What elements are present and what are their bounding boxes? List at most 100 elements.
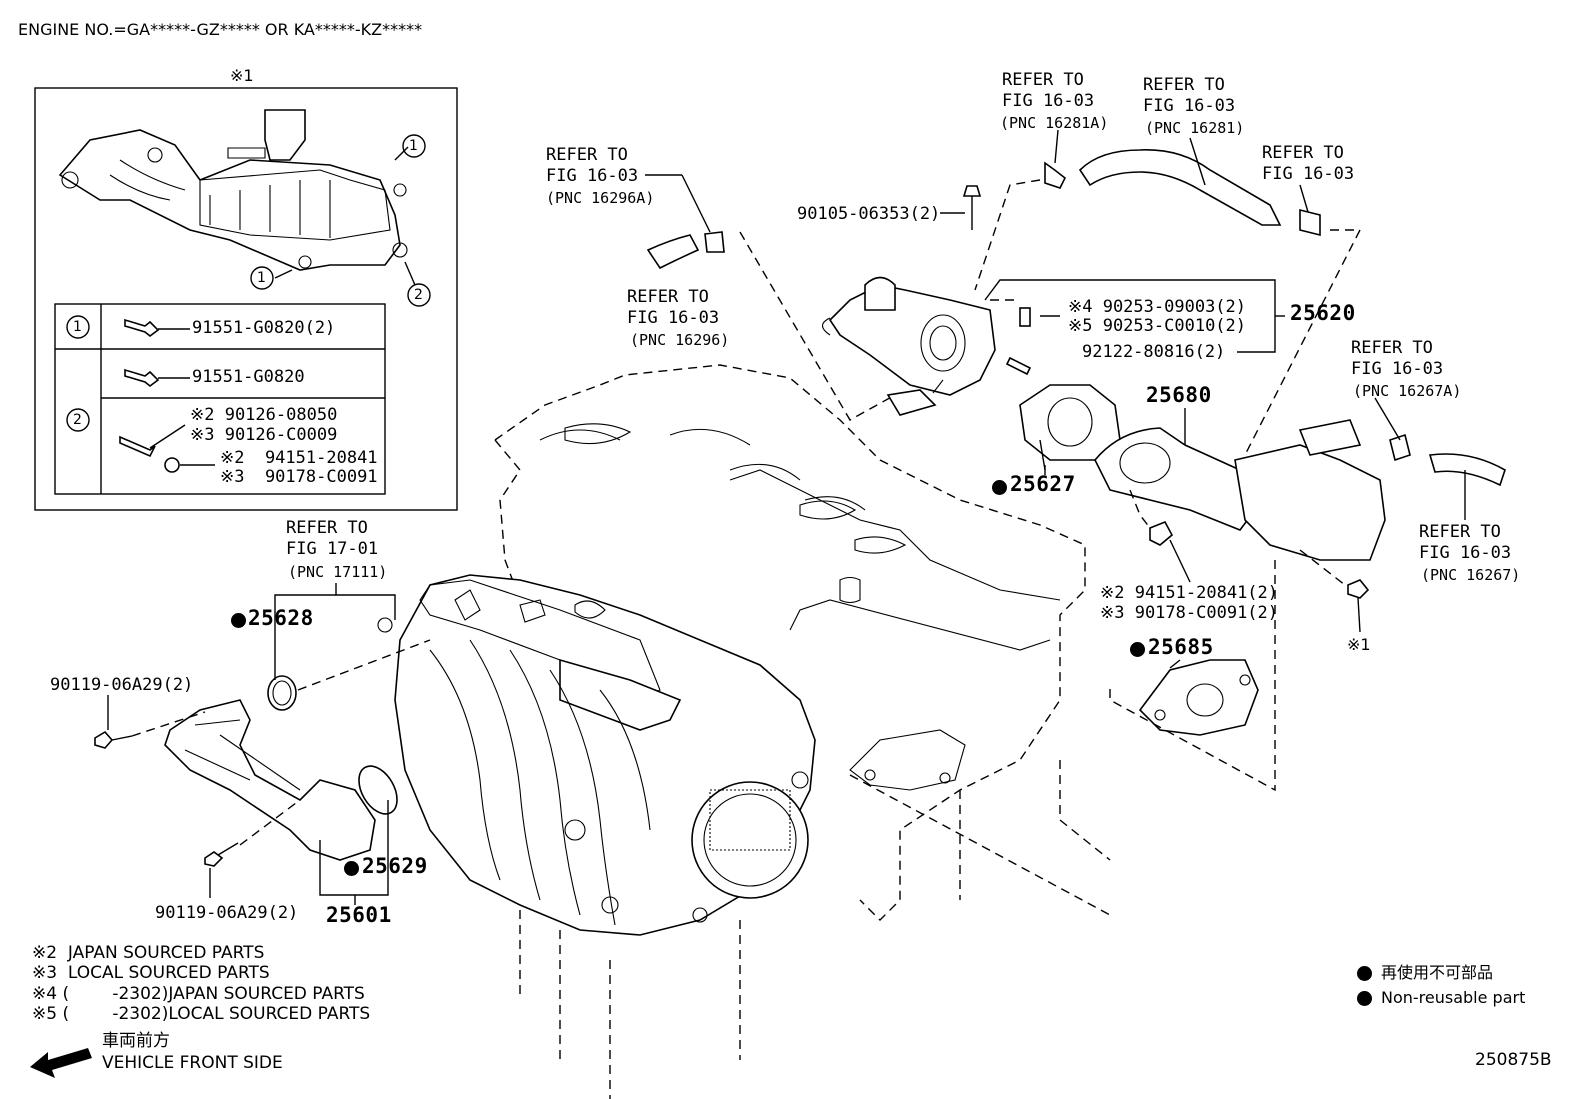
egr-cooler xyxy=(1234,444,1386,561)
engine-head-outline xyxy=(494,364,1111,1099)
hose-16296 xyxy=(646,234,700,270)
ref-1603-line1: REFER TO xyxy=(1262,143,1344,163)
ref-16281a-line1: REFER TO xyxy=(1002,70,1084,90)
inset-title: ※1 xyxy=(230,66,254,85)
legend-en: Non-reusable part xyxy=(1381,988,1526,1007)
inset-callout-circle-1b xyxy=(250,266,274,290)
part-25627: 25627 xyxy=(1010,472,1076,496)
ref-16267a-line1: REFER TO xyxy=(1351,338,1433,358)
clamp-upper-right xyxy=(1299,208,1321,237)
part-90105: 90105-06353(2) xyxy=(797,204,941,224)
ref-16281-line2: FIG 16-03 xyxy=(1143,96,1236,116)
part-25685: 25685 xyxy=(1148,635,1214,659)
note-local-sourced: ※3 LOCAL SOURCED PARTS xyxy=(32,963,270,983)
diagram-id: 250875B xyxy=(1475,1050,1552,1070)
table-row1-part: 91551-G0820(2) xyxy=(192,318,336,338)
ref-16296-line3: (PNC 16296) xyxy=(630,331,730,349)
ref-1603-line2: FIG 16-03 xyxy=(1262,164,1355,184)
inset-table-circle-2 xyxy=(66,408,90,432)
clamp-16267a xyxy=(1389,433,1411,462)
part-25628: 25628 xyxy=(248,606,314,630)
inset-circle-label-1b: 1 xyxy=(257,270,266,286)
bolt-star1 xyxy=(1347,579,1370,599)
inset-callout-circle-2 xyxy=(407,283,431,307)
bolt-90119-b xyxy=(204,842,239,867)
pin-90253 xyxy=(1019,307,1031,327)
ref-16267-line1: REFER TO xyxy=(1419,522,1501,542)
hose-16267 xyxy=(1428,453,1506,487)
part-star1-callout: ※1 xyxy=(1347,635,1371,654)
vehicle-front-label-jp: 車両前方 xyxy=(102,1031,170,1051)
non-reusable-dot-25627 xyxy=(992,480,1007,495)
ref-16281-line1: REFER TO xyxy=(1143,75,1225,95)
non-reusable-dot-25628 xyxy=(231,613,246,628)
inset-table-circle-1 xyxy=(66,315,90,339)
part-90253-jp: ※4 90253-09003(2) xyxy=(1068,297,1247,317)
inset-circle-label-2: 2 xyxy=(414,287,423,303)
nut-94151 xyxy=(1149,520,1174,546)
stud-92122 xyxy=(1005,356,1032,376)
note-local-sourced-2302: ※5 ( -2302)LOCAL SOURCED PARTS xyxy=(32,1004,371,1024)
part-25601: 25601 xyxy=(326,903,392,927)
ref-16281a-line2: FIG 16-03 xyxy=(1002,91,1095,111)
part-25629: 25629 xyxy=(362,854,428,878)
table-row2-number: 2 xyxy=(73,412,82,428)
non-reusable-dot-25685 xyxy=(1130,642,1145,657)
legend-jp: 再使用不可部品 xyxy=(1381,963,1494,982)
part-94151: ※2 94151-20841(2) xyxy=(1100,583,1279,603)
egr-pipe-25680 xyxy=(1094,427,1256,531)
ref-16267a-line2: FIG 16-03 xyxy=(1351,359,1444,379)
ref-17111-line2: FIG 17-01 xyxy=(286,539,379,559)
ref-17111-line1: REFER TO xyxy=(286,518,368,538)
hose-16281 xyxy=(1078,149,1282,226)
part-25620: 25620 xyxy=(1290,301,1356,325)
gasket-25685 xyxy=(1138,659,1259,736)
table-row1-number: 1 xyxy=(73,319,82,335)
inset-table-frame xyxy=(54,303,386,495)
inset-frame xyxy=(34,87,458,511)
dashed-connectors xyxy=(131,179,1362,916)
inset-egr-cooler-sketch xyxy=(58,109,416,286)
front-arrow-icon xyxy=(30,1048,92,1078)
ref-16296a-line3: (PNC 16296A) xyxy=(546,189,655,207)
engine-number-header: ENGINE NO.=GA*****-GZ***** OR KA*****-KZ… xyxy=(18,20,423,39)
clamp-16296a xyxy=(704,231,725,253)
legend-dot-icon xyxy=(1357,966,1372,981)
part-92122: 92122-80816(2) xyxy=(1082,342,1226,362)
ref-17111-line3: (PNC 17111) xyxy=(288,563,388,581)
ref-16296a-line1: REFER TO xyxy=(546,145,628,165)
ref-16296-line1: REFER TO xyxy=(627,287,709,307)
legend-dot-icon-2 xyxy=(1357,991,1372,1006)
bolt-90119-a xyxy=(94,730,133,749)
table-row2c-part-jp: ※2 94151-20841 xyxy=(220,448,378,468)
inset-callout-circle-1a xyxy=(402,134,426,158)
table-row2b-part-jp: ※2 90126-08050 xyxy=(190,405,338,425)
ref-16267a-line3: (PNC 16267A) xyxy=(1353,382,1462,400)
ref-16296-line2: FIG 16-03 xyxy=(627,308,720,328)
note-japan-sourced: ※2 JAPAN SOURCED PARTS xyxy=(32,943,265,963)
intake-manifold xyxy=(377,574,816,936)
part-90253-local: ※5 90253-C0010(2) xyxy=(1068,316,1247,336)
part-90119-lower: 90119-06A29(2) xyxy=(155,903,299,923)
ref-16281-line3: (PNC 16281) xyxy=(1145,119,1245,137)
egr-pipe-25601 xyxy=(164,675,398,861)
table-row2a-part: 91551-G0820 xyxy=(192,367,305,387)
throttle-body xyxy=(691,781,809,899)
egr-valve-25620 xyxy=(821,276,996,416)
part-25680: 25680 xyxy=(1146,383,1212,407)
vehicle-front-label-en: VEHICLE FRONT SIDE xyxy=(102,1053,283,1073)
table-row2c-part-local: ※3 90178-C0091 xyxy=(220,467,378,487)
table-row2b-part-local: ※3 90126-C0009 xyxy=(190,425,338,445)
non-reusable-dot-25629 xyxy=(344,861,359,876)
ref-16296a-line2: FIG 16-03 xyxy=(546,166,639,186)
clamp-16281a xyxy=(1044,161,1067,189)
part-90119-upper: 90119-06A29(2) xyxy=(50,675,194,695)
inset-bolt-icons xyxy=(119,318,215,473)
bolt-90105 xyxy=(962,185,982,230)
ref-16267-line3: (PNC 16267) xyxy=(1421,566,1521,584)
note-japan-sourced-2302: ※4 ( -2302)JAPAN SOURCED PARTS xyxy=(32,984,365,1004)
ref-16281a-line3: (PNC 16281A) xyxy=(1000,114,1109,132)
inset-circle-label-1a: 1 xyxy=(409,138,418,154)
ref-16267-line2: FIG 16-03 xyxy=(1419,543,1512,563)
